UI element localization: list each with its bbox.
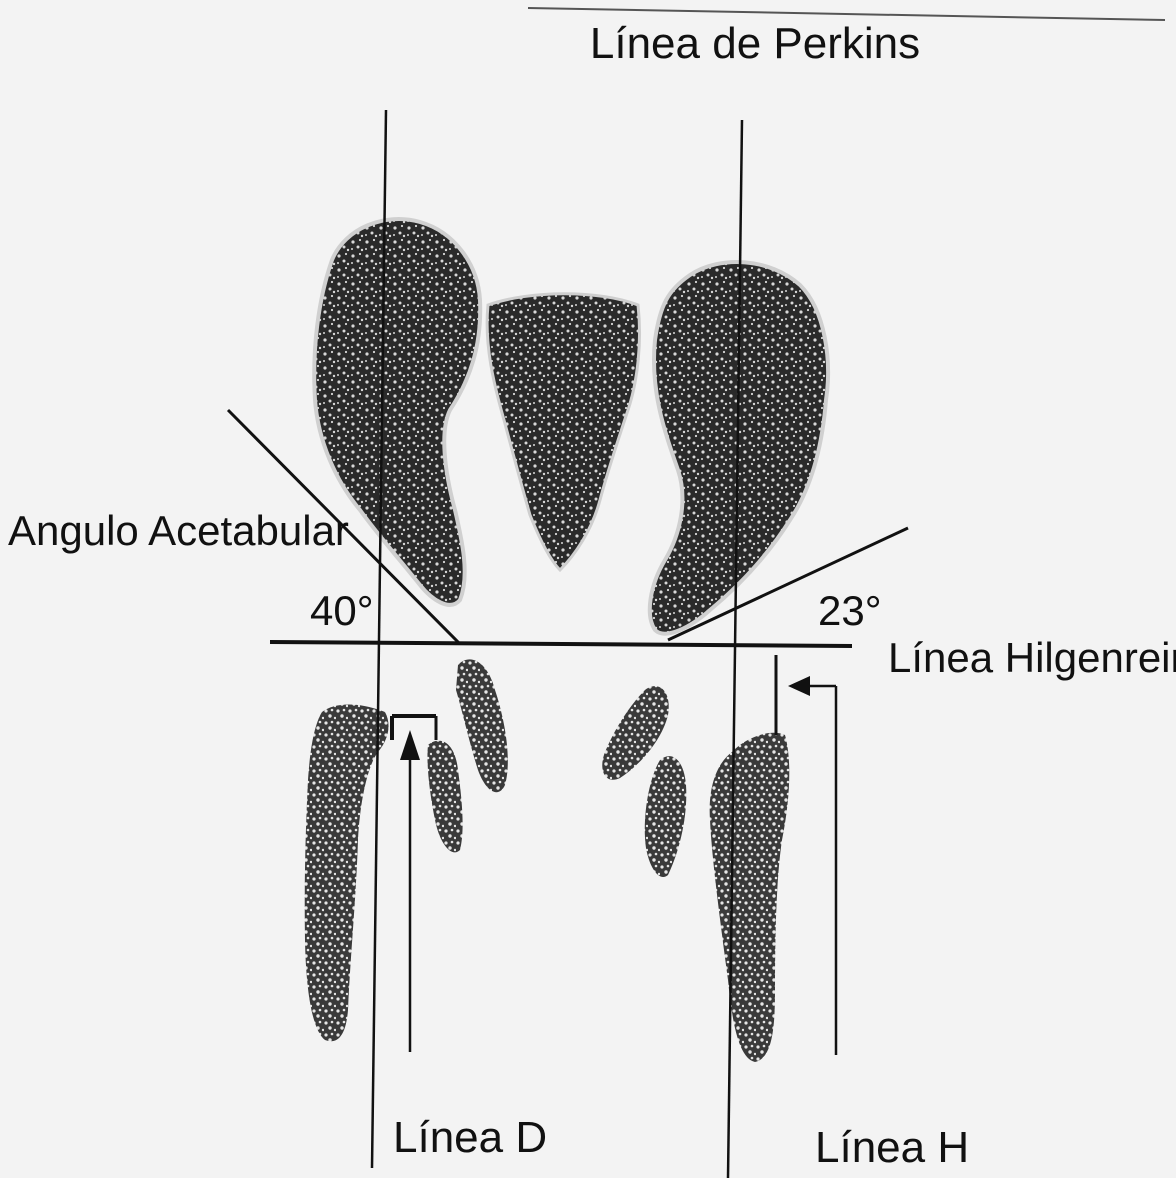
angle-right-label: 23° [818, 587, 882, 634]
perkins-label: Línea de Perkins [590, 19, 920, 68]
line-d-label: Línea D [393, 1113, 547, 1162]
hilgenreiner-label: Línea Hilgenreiner [888, 634, 1176, 681]
line-h-label: Línea H [815, 1123, 969, 1172]
acetabular-angle-label: Angulo Acetabular [8, 507, 349, 554]
angle-left-label: 40° [310, 587, 374, 634]
